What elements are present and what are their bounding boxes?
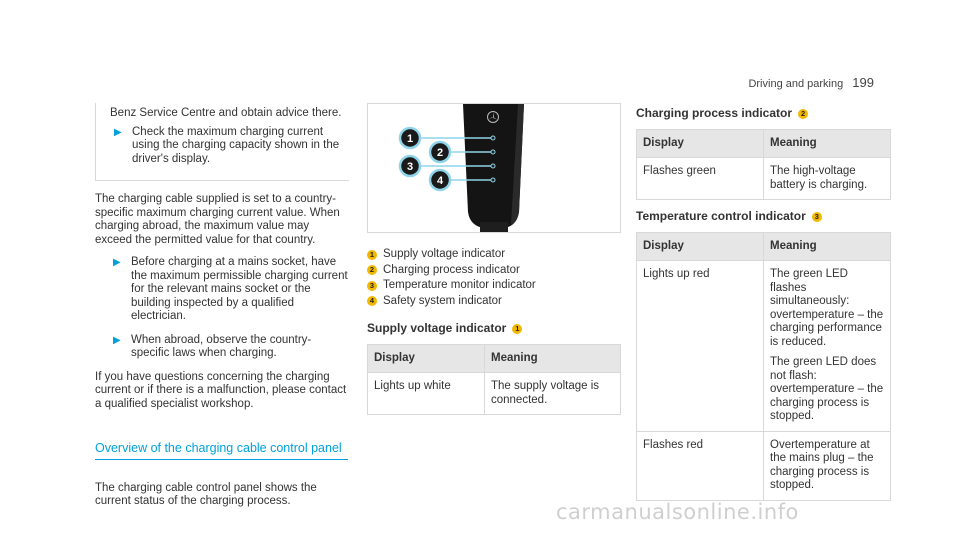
meaning-text: The green LED flashes simultaneously: ov… xyxy=(770,268,884,348)
section-heading: Overview of the charging cable control p… xyxy=(95,441,348,460)
number-badge-icon: 2 xyxy=(367,265,377,276)
figure-legend: 1 Supply voltage indicator 2 Charging pr… xyxy=(367,248,621,308)
column-left: Benz Service Centre and obtain advice th… xyxy=(95,103,349,518)
section-name: Driving and parking xyxy=(748,78,844,90)
charging-process-table: Display Meaning Flashes green The high-v… xyxy=(636,128,891,200)
callout-3-icon: 3 xyxy=(398,154,422,178)
watermark: carmanualsonline.info xyxy=(556,500,799,524)
column-header-display: Display xyxy=(636,129,764,158)
number-badge-icon: 3 xyxy=(367,280,377,291)
instruction-text: When abroad, observe the country-specifi… xyxy=(131,333,312,360)
column-header-meaning: Meaning xyxy=(484,344,621,373)
arrow-right-icon: ▶ xyxy=(113,257,121,268)
column-middle: 1 2 3 4 1 Supply voltage indicator 2 Cha… xyxy=(367,103,621,415)
table-title-text: Supply voltage indicator xyxy=(367,321,507,335)
legend-text: Charging process indicator xyxy=(383,263,520,276)
arrow-right-icon: ▶ xyxy=(113,334,121,346)
page-number: 199 xyxy=(852,75,874,90)
meaning-cell: The high-voltage battery is charging. xyxy=(763,157,891,200)
display-cell: Flashes green xyxy=(636,157,764,200)
table-title-text: Temperature control indicator xyxy=(636,209,806,223)
legend-text: Safety system indicator xyxy=(383,294,502,307)
table-header-row: Display Meaning xyxy=(636,129,891,158)
number-badge-icon: 1 xyxy=(512,323,523,334)
legend-text: Supply voltage indicator xyxy=(383,248,506,260)
display-cell: Flashes red xyxy=(636,431,764,501)
instruction-list: ▶ Before charging at a mains socket, hav… xyxy=(95,256,349,361)
arrow-right-icon: ▶ xyxy=(114,126,122,138)
instruction-step: ▶ Check the maximum charging current usi… xyxy=(110,126,349,167)
number-badge-icon: 4 xyxy=(367,296,377,307)
continued-instruction-box: Benz Service Centre and obtain advice th… xyxy=(95,103,349,181)
instruction-text: Before charging at a mains socket, have … xyxy=(131,256,348,322)
callout-1-icon: 1 xyxy=(398,126,422,150)
number-badge-icon: 3 xyxy=(811,211,822,222)
legend-item: 1 Supply voltage indicator xyxy=(367,248,621,262)
column-header-display: Display xyxy=(367,344,485,373)
callout-label: 3 xyxy=(407,161,413,173)
callout-label: 2 xyxy=(437,147,443,159)
legend-item: 3 Temperature monitor indicator xyxy=(367,279,621,293)
meaning-text: The green LED does not flash: overtemper… xyxy=(770,356,884,422)
display-cell: Lights up white xyxy=(367,372,485,415)
control-panel-figure: 1 2 3 4 xyxy=(367,103,621,233)
instruction-text: Check the maximum charging current using… xyxy=(132,125,340,165)
display-cell: Lights up red xyxy=(636,260,764,432)
legend-item: 4 Safety system indicator xyxy=(367,295,621,309)
callout-2-icon: 2 xyxy=(428,140,452,164)
continued-text: Benz Service Centre and obtain advice th… xyxy=(110,107,342,119)
instruction-step: ▶ When abroad, observe the country-speci… xyxy=(109,334,349,361)
table-row: Flashes green The high-voltage battery i… xyxy=(636,157,891,200)
table-row: Lights up white The supply voltage is co… xyxy=(367,372,621,415)
body-paragraph: The charging cable supplied is set to a … xyxy=(95,193,340,246)
column-header-display: Display xyxy=(636,232,764,261)
column-header-meaning: Meaning xyxy=(763,232,891,261)
meaning-cell: The supply voltage is connected. xyxy=(484,372,621,415)
body-paragraph: If you have questions concerning the cha… xyxy=(95,370,347,410)
table-row: Flashes red Overtemperature at the mains… xyxy=(636,431,891,501)
callout-label: 4 xyxy=(437,175,444,187)
legend-text: Temperature monitor indicator xyxy=(383,279,536,291)
table-title: Temperature control indicator 3 xyxy=(636,209,891,224)
charging-control-unit-illustration: 1 2 3 4 xyxy=(398,104,524,232)
table-title-text: Charging process indicator xyxy=(636,106,793,120)
table-title: Charging process indicator 2 xyxy=(636,106,891,121)
instruction-step: ▶ Before charging at a mains socket, hav… xyxy=(109,256,349,324)
table-title: Supply voltage indicator 1 xyxy=(367,321,621,336)
column-header-meaning: Meaning xyxy=(763,129,891,158)
meaning-cell: The green LED flashes simultaneously: ov… xyxy=(763,260,891,432)
callout-label: 1 xyxy=(407,133,413,145)
brand-star-icon xyxy=(487,111,499,123)
column-right: Charging process indicator 2 Display Mea… xyxy=(636,103,891,501)
number-badge-icon: 2 xyxy=(798,108,809,119)
table-row: Lights up red The green LED flashes simu… xyxy=(636,260,891,432)
supply-voltage-table: Display Meaning Lights up white The supp… xyxy=(367,343,621,415)
table-header-row: Display Meaning xyxy=(367,344,621,373)
legend-item: 2 Charging process indicator xyxy=(367,264,621,278)
number-badge-icon: 1 xyxy=(367,249,377,260)
temperature-control-table: Display Meaning Lights up red The green … xyxy=(636,231,891,501)
page-header: Driving and parking 199 xyxy=(748,76,874,92)
meaning-cell: Overtemperature at the mains plug – the … xyxy=(763,431,891,501)
callout-4-icon: 4 xyxy=(428,168,452,192)
table-header-row: Display Meaning xyxy=(636,232,891,261)
body-paragraph: The charging cable control panel shows t… xyxy=(95,481,317,508)
